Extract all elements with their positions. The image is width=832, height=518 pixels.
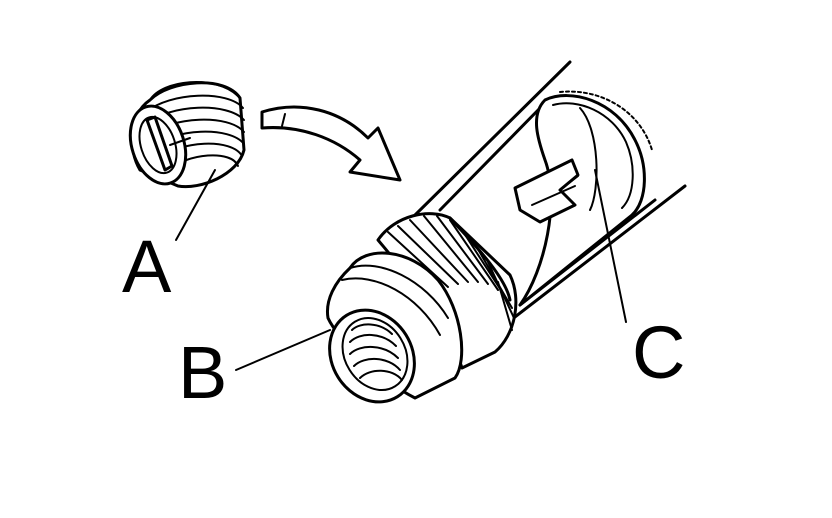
- thread-insert-a: [128, 81, 246, 189]
- tool-slot-c: [513, 90, 653, 307]
- label-a: A: [122, 225, 172, 308]
- tool-nose-b: [325, 251, 464, 404]
- leader-line-b: [235, 329, 331, 371]
- leader-line-a: [175, 169, 216, 241]
- leader-line-c: [594, 169, 627, 323]
- label-c: C: [632, 311, 685, 394]
- label-b: B: [178, 331, 227, 414]
- insertion-arrow: [260, 105, 402, 182]
